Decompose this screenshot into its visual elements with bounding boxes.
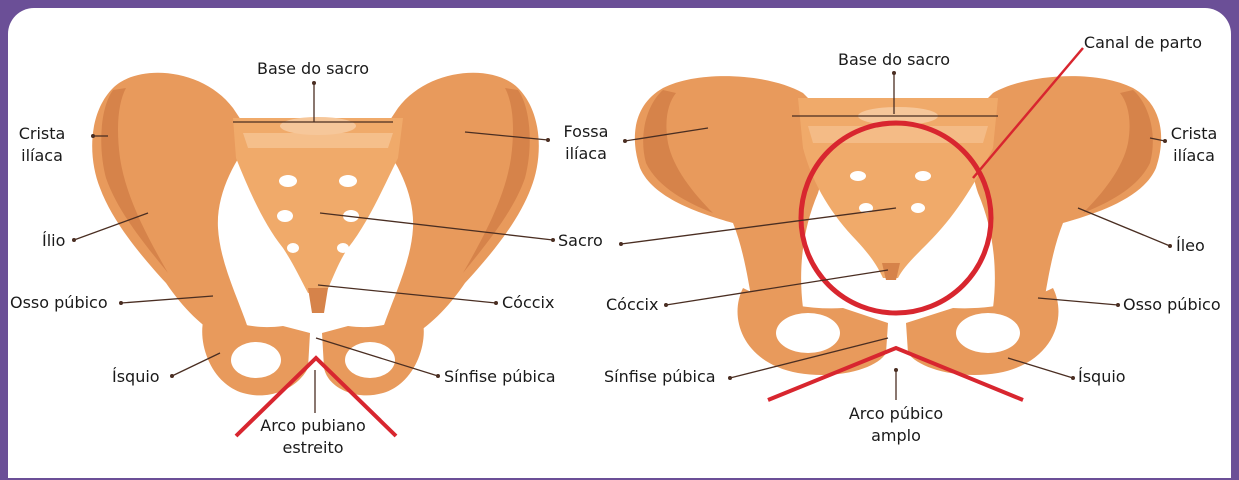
right-pelvis-illustration bbox=[635, 48, 1161, 400]
left-label-sinfise: Sínfise púbica bbox=[444, 367, 556, 386]
left-label-coccix: Cóccix bbox=[502, 293, 554, 312]
left-label-fossa-1: Fossa bbox=[564, 122, 609, 141]
right-label-arco-1: Arco púbico bbox=[849, 404, 943, 423]
diagram-card: Base do sacro Crista ilíaca Fossa ilíaca… bbox=[8, 8, 1231, 478]
right-label-arco-2: amplo bbox=[871, 426, 921, 445]
right-label-base-sacro: Base do sacro bbox=[838, 50, 950, 69]
left-label-crista-2: ilíaca bbox=[21, 146, 63, 165]
right-label-crista-1: Crista bbox=[1171, 124, 1218, 143]
left-label-arco-1: Arco pubiano bbox=[260, 416, 365, 435]
left-pubic-symphysis bbox=[310, 328, 322, 376]
left-label-base-sacro: Base do sacro bbox=[257, 59, 369, 78]
pelvis-comparison-diagram: Base do sacro Crista ilíaca Fossa ilíaca… bbox=[8, 8, 1231, 478]
left-label-ilio: Ílio bbox=[42, 231, 65, 250]
right-label-canal: Canal de parto bbox=[1084, 33, 1202, 52]
right-label-sinfise: Sínfise púbica bbox=[604, 367, 716, 386]
right-label-osso-pubico: Osso púbico bbox=[1123, 295, 1221, 314]
left-label-fossa-2: ilíaca bbox=[565, 144, 607, 163]
left-label-isquio: Ísquio bbox=[112, 367, 160, 386]
right-label-isquio: Ísquio bbox=[1078, 367, 1126, 386]
right-label-ileo: Íleo bbox=[1176, 236, 1205, 255]
left-label-sacro: Sacro bbox=[558, 231, 603, 250]
left-label-osso-pubico: Osso púbico bbox=[10, 293, 108, 312]
left-label-arco-2: estreito bbox=[282, 438, 343, 457]
left-label-crista-1: Crista bbox=[19, 124, 66, 143]
left-coccyx bbox=[308, 288, 328, 313]
right-label-crista-2: ilíaca bbox=[1173, 146, 1215, 165]
right-label-coccix: Cóccix bbox=[606, 295, 658, 314]
